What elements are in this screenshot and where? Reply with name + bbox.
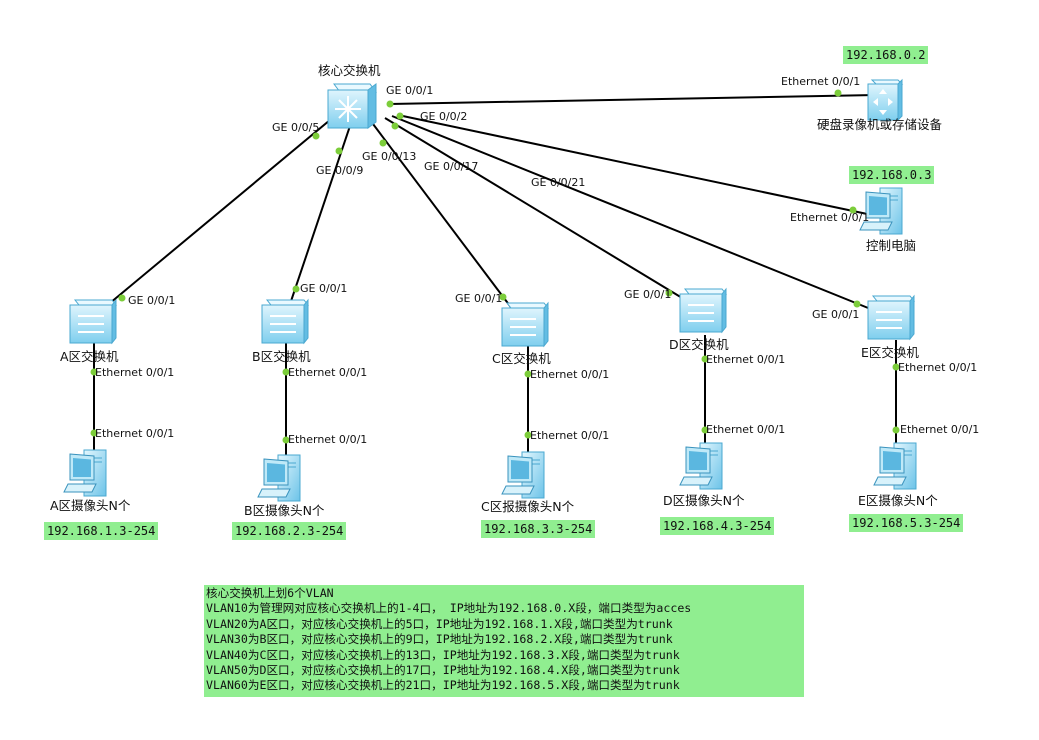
ip-badge-storage: 192.168.0.2: [843, 46, 929, 64]
port-dot: [499, 293, 507, 301]
port-dot: [335, 147, 343, 155]
link-core-sw-a: [91, 119, 331, 319]
port-label: Ethernet 0/0/1: [95, 427, 175, 440]
port-dot: [853, 300, 861, 308]
port-label: GE 0/0/1: [300, 282, 348, 295]
port-label: Ethernet 0/0/1: [706, 353, 786, 366]
ip-badge-e: 192.168.5.3-254: [849, 514, 964, 532]
port-label: GE 0/0/17: [424, 160, 479, 173]
note-line: VLAN40为C区口，对应核心交换机上的13口，IP地址为192.168.3.X…: [206, 647, 680, 662]
note-line: VLAN20为A区口，对应核心交换机上的5口，IP地址为192.168.1.X段…: [206, 616, 673, 631]
desktop-pc-icon[interactable]: [859, 187, 903, 235]
port-dot: [701, 355, 709, 363]
port-dot: [892, 426, 900, 434]
desktop-pc-icon[interactable]: [501, 451, 545, 499]
port-label: GE 0/0/9: [316, 164, 364, 177]
core-switch-icon[interactable]: [327, 83, 377, 129]
storage-label: 硬盘录像机或存储设备: [817, 117, 943, 132]
note-line: 核心交换机上划6个VLAN: [206, 586, 334, 600]
port-dot: [292, 285, 300, 293]
camera-b-label: B区摄像头N个: [244, 503, 325, 518]
port-dot: [90, 368, 98, 376]
port-label: GE 0/0/1: [455, 292, 503, 305]
ip-badge-pc: 192.168.0.3: [849, 166, 935, 184]
port-dot: [312, 132, 320, 140]
port-label: GE 0/0/5: [272, 121, 320, 134]
camera-a-label: A区摄像头N个: [50, 498, 131, 513]
note-line: VLAN60为E区口，对应核心交换机上的21口，IP地址为192.168.5.X…: [206, 678, 680, 693]
pc-label: 控制电脑: [866, 238, 917, 253]
access-switch-icon[interactable]: [501, 301, 550, 348]
port-dot: [524, 431, 532, 439]
port-dot: [90, 429, 98, 437]
access-switch-icon[interactable]: [69, 298, 118, 345]
camera-c-label: C区报摄像头N个: [481, 499, 575, 514]
access-switch-icon[interactable]: [867, 294, 916, 341]
switch-e-label: E区交换机: [861, 345, 919, 360]
link-core-storage: [389, 94, 877, 105]
port-label: GE 0/0/2: [420, 110, 468, 123]
desktop-pc-icon[interactable]: [873, 442, 917, 490]
port-label: Ethernet 0/0/1: [790, 211, 870, 224]
port-dot: [391, 122, 399, 130]
port-label: Ethernet 0/0/1: [530, 429, 610, 442]
port-label: Ethernet 0/0/1: [781, 75, 861, 88]
ip-badge-a: 192.168.1.3-254: [44, 522, 159, 540]
port-label: GE 0/0/13: [362, 150, 417, 163]
port-label: Ethernet 0/0/1: [900, 423, 980, 436]
port-dot: [396, 112, 404, 120]
port-dot: [118, 294, 126, 302]
port-dot: [386, 100, 394, 108]
port-dot: [282, 436, 290, 444]
switch-d-label: D区交换机: [669, 337, 729, 352]
port-label: Ethernet 0/0/1: [288, 366, 368, 379]
link-core-sw-e: [391, 115, 889, 317]
server-icon[interactable]: [867, 78, 904, 122]
desktop-pc-icon[interactable]: [679, 442, 723, 490]
switch-a-label: A区交换机: [60, 349, 119, 364]
vlan-note: 核心交换机上划6个VLAN VLAN10为管理网对应核心交换机上的1-4口， I…: [204, 585, 804, 697]
desktop-pc-icon[interactable]: [63, 449, 107, 497]
port-label: Ethernet 0/0/1: [95, 366, 175, 379]
note-line: VLAN10为管理网对应核心交换机上的1-4口， IP地址为192.168.0.…: [206, 601, 692, 616]
port-label: Ethernet 0/0/1: [288, 433, 368, 446]
link-core-pc: [397, 114, 873, 216]
port-dot: [524, 370, 532, 378]
switch-b-label: B区交换机: [252, 349, 311, 364]
desktop-pc-icon[interactable]: [257, 454, 301, 502]
port-label: GE 0/0/1: [812, 308, 860, 321]
port-dot: [282, 368, 290, 376]
port-dot: [892, 363, 900, 371]
port-label: GE 0/0/21: [531, 176, 586, 189]
ip-badge-c: 192.168.3.3-254: [481, 520, 596, 538]
note-line: VLAN50为D区口，对应核心交换机上的17口，IP地址为192.168.4.X…: [206, 663, 680, 678]
port-label: Ethernet 0/0/1: [530, 368, 610, 381]
note-line: VLAN30为B区口，对应核心交换机上的9口，IP地址为192.168.2.X段…: [206, 632, 673, 647]
ip-badge-d: 192.168.4.3-254: [660, 517, 775, 535]
port-dot: [379, 139, 387, 147]
link-core-sw-d: [384, 117, 703, 311]
link-core-sw-c: [369, 119, 523, 323]
port-label: GE 0/0/1: [386, 84, 434, 97]
camera-e-label: E区摄像头N个: [858, 493, 938, 508]
port-dot: [701, 426, 709, 434]
port-label: Ethernet 0/0/1: [706, 423, 786, 436]
port-label: GE 0/0/1: [624, 288, 672, 301]
access-switch-icon[interactable]: [679, 287, 728, 334]
core-switch-label: 核心交换机: [318, 63, 381, 78]
port-dot: [834, 89, 842, 97]
port-label: GE 0/0/1: [128, 294, 176, 307]
port-dot: [849, 206, 857, 214]
camera-d-label: D区摄像头N个: [663, 493, 745, 508]
access-switch-icon[interactable]: [261, 298, 310, 345]
switch-c-label: C区交换机: [492, 351, 551, 366]
port-dot: [665, 289, 673, 297]
ip-badge-b: 192.168.2.3-254: [232, 522, 347, 540]
port-label: Ethernet 0/0/1: [898, 361, 978, 374]
